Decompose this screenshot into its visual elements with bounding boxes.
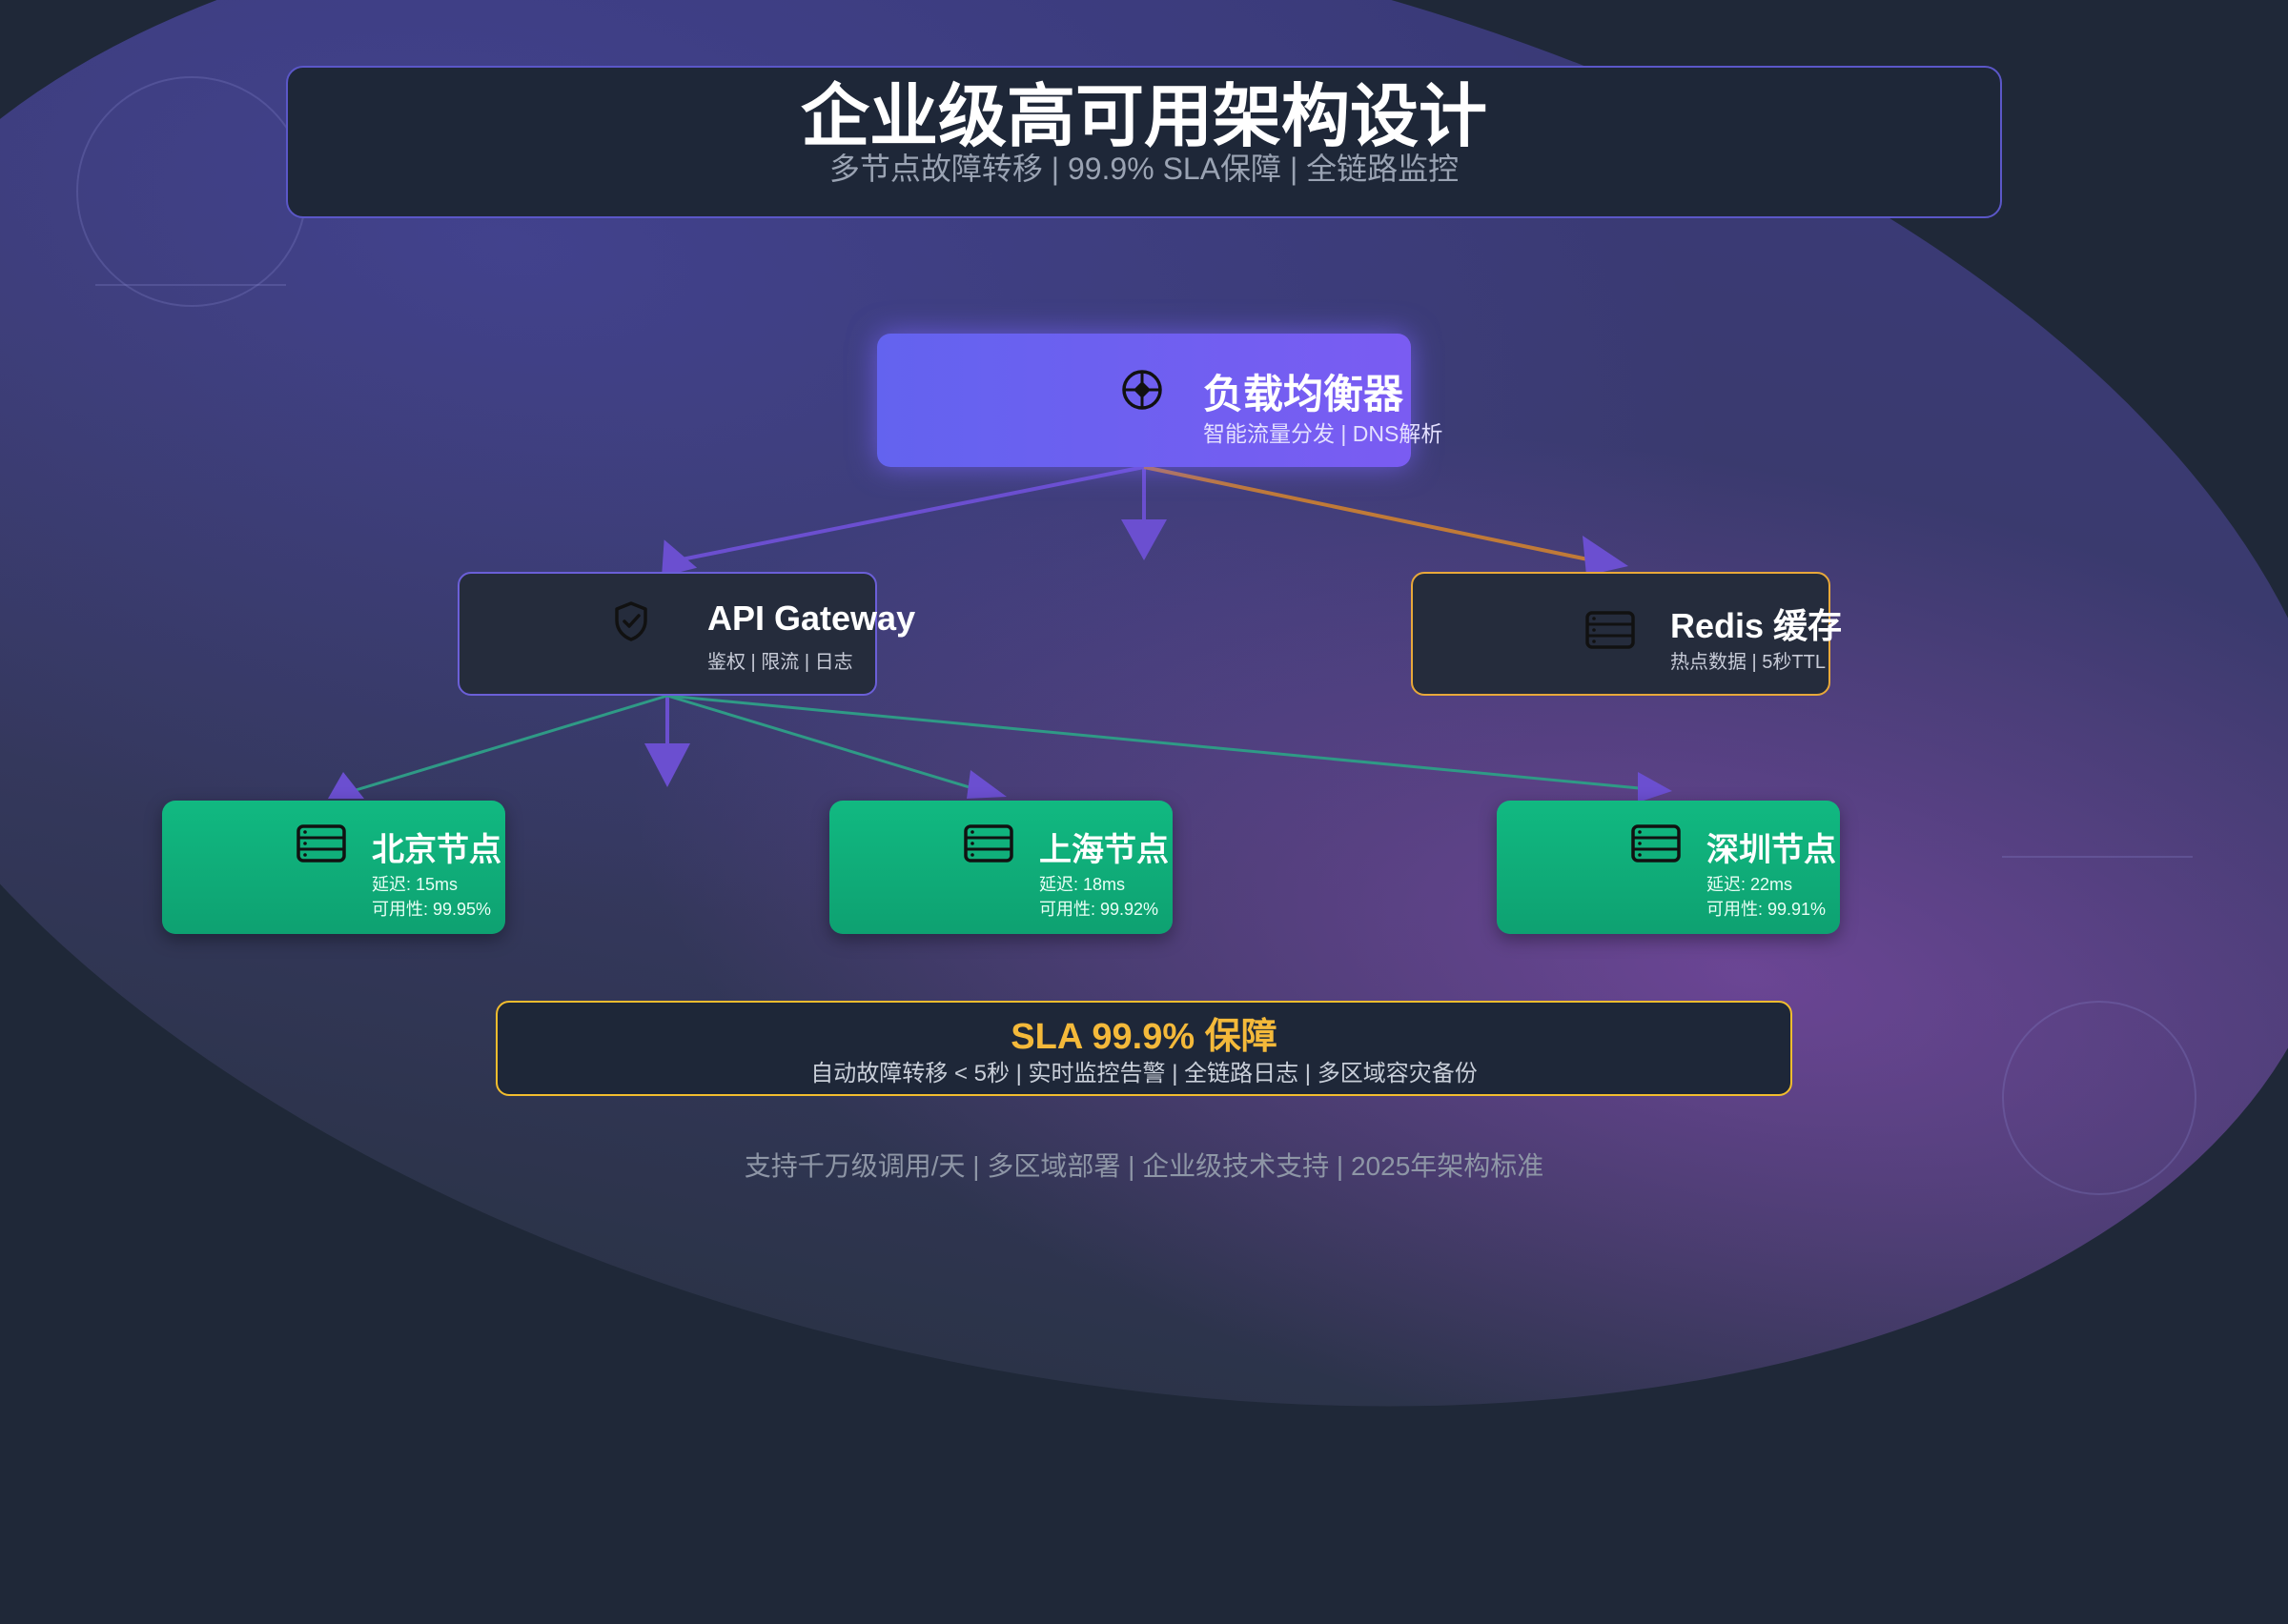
sla-title: SLA 99.9% 保障: [1011, 1017, 1277, 1057]
edge-lb-down-arrow: [1121, 467, 1167, 560]
redis-cache-desc: 热点数据 | 5秒TTL: [1670, 652, 1826, 673]
shenzhen-node-availability: 可用性: 99.91%: [1706, 900, 1827, 919]
shanghai-node[interactable]: 上海节点 延迟: 18ms 可用性: 99.92%: [829, 801, 1173, 934]
decorative-line-right: [2002, 856, 2193, 858]
shenzhen-node-name: 深圳节点: [1706, 832, 1836, 868]
beijing-node-latency: 延迟: 15ms: [372, 875, 459, 894]
shanghai-node-availability: 可用性: 99.92%: [1039, 900, 1159, 919]
edge-lb-to-gateway: [662, 465, 1145, 577]
connection-edges: [328, 465, 1672, 802]
shanghai-node-name: 上海节点: [1039, 832, 1169, 868]
sla-description: 自动故障转移 < 5秒 | 实时监控告警 | 全链路日志 | 多区域容灾备份: [810, 1061, 1478, 1086]
server-icon: [296, 823, 347, 868]
edge-gateway-to-beijing: [328, 694, 668, 799]
api-gateway-desc: 鉴权 | 限流 | 日志: [707, 652, 853, 673]
edge-gateway-to-shenzhen: [666, 694, 1672, 802]
server-icon: [1630, 823, 1682, 868]
load-balancer-node[interactable]: 负载均衡器 智能流量分发 | DNS解析: [877, 334, 1442, 467]
api-gateway-node[interactable]: API Gateway 鉴权 | 限流 | 日志: [458, 572, 915, 696]
page-title: 企业级高可用架构设计: [800, 79, 1487, 155]
shield-check-icon: [612, 600, 650, 647]
load-balancer-desc: 智能流量分发 | DNS解析: [1203, 421, 1443, 446]
decorative-line-top-left: [95, 284, 286, 286]
server-icon: [1584, 610, 1636, 655]
redis-cache-node[interactable]: Redis 缓存 热点数据 | 5秒TTL: [1411, 572, 1842, 696]
edge-lb-to-redis: [1143, 465, 1628, 576]
edge-gateway-down-arrow: [644, 696, 690, 787]
crosshair-icon: [1120, 368, 1164, 416]
load-balancer-name: 负载均衡器: [1203, 372, 1404, 416]
server-icon: [963, 823, 1014, 868]
page-subtitle: 多节点故障转移 | 99.9% SLA保障 | 全链路监控: [828, 152, 1460, 186]
beijing-node-availability: 可用性: 99.95%: [372, 900, 492, 919]
decorative-ring-bottom-right: [2002, 1001, 2196, 1195]
shenzhen-node[interactable]: 深圳节点 延迟: 22ms 可用性: 99.91%: [1497, 801, 1840, 934]
api-gateway-name: API Gateway: [707, 599, 916, 638]
shenzhen-node-latency: 延迟: 22ms: [1706, 875, 1793, 894]
redis-cache-name: Redis 缓存: [1670, 606, 1843, 645]
sla-panel: SLA 99.9% 保障 自动故障转移 < 5秒 | 实时监控告警 | 全链路日…: [496, 1001, 1792, 1096]
header-panel: 企业级高可用架构设计 多节点故障转移 | 99.9% SLA保障 | 全链路监控: [286, 66, 2002, 218]
shanghai-node-latency: 延迟: 18ms: [1039, 875, 1126, 894]
beijing-node[interactable]: 北京节点 延迟: 15ms 可用性: 99.95%: [162, 801, 505, 934]
footer-text: 支持千万级调用/天 | 多区域部署 | 企业级技术支持 | 2025年架构标准: [744, 1151, 1544, 1181]
edge-gateway-to-shanghai: [666, 694, 1007, 799]
beijing-node-name: 北京节点: [372, 832, 501, 868]
